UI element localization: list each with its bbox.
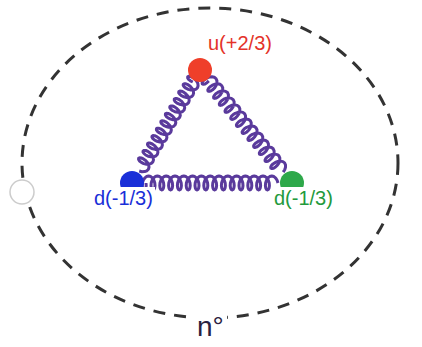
neutron-boundary [22,8,398,318]
gluon-spring [139,76,199,172]
quark-dot: d(-1/3) [120,171,144,195]
gluon-spring [142,176,278,190]
particle-name: n° [194,311,227,343]
white-dot [10,180,34,204]
quark-label: d(-1/3) [92,187,155,210]
quark-dot: d(-1/3) [280,171,304,195]
gluon-spring [202,77,285,172]
quark-dot: u(+2/3) [188,58,212,82]
quark-label: u(+2/3) [206,32,274,55]
quark-label: d(-1/3) [272,187,335,210]
